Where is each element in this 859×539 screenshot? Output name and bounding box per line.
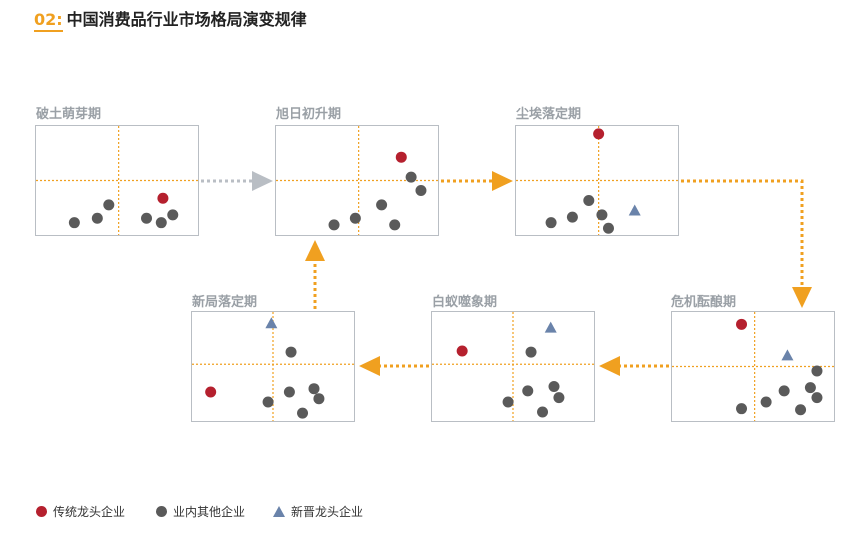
flow-arrow-6-head	[305, 240, 325, 261]
traditional-leader-marker	[395, 151, 407, 163]
new-leader-marker	[628, 204, 641, 216]
traditional-leader-marker	[456, 345, 468, 357]
other-company-marker	[736, 403, 748, 415]
other-company-marker	[537, 406, 549, 418]
stage-label-2: 尘埃落定期	[516, 107, 582, 122]
legend-item-other: 业内其他企业	[156, 503, 245, 520]
stage-label-4: 白蚁噬象期	[432, 295, 498, 310]
new-leader-marker	[544, 321, 557, 333]
new-leader-marker	[265, 317, 278, 329]
flow-arrow-5-head	[359, 356, 380, 376]
other-company-marker	[285, 346, 297, 358]
traditional-leader-marker	[205, 386, 217, 398]
flow-arrow-3	[681, 179, 804, 287]
other-company-marker	[376, 199, 388, 211]
stage-label-0: 破土萌芽期	[36, 107, 102, 122]
other-company-marker	[522, 385, 534, 397]
new-leader-marker	[781, 349, 794, 361]
other-company-marker	[811, 365, 823, 377]
title-text: 中国消费品行业市场格局演变规律	[66, 10, 307, 29]
other-company-marker	[778, 385, 790, 397]
legend-item-new: 新晋龙头企业	[273, 503, 363, 520]
traditional-leader-marker	[157, 192, 169, 204]
stage-panel-3	[671, 311, 835, 422]
stage-label-1: 旭日初升期	[276, 107, 342, 122]
other-company-marker	[328, 219, 340, 231]
page-title: 02:中国消费品行业市场格局演变规律	[34, 6, 307, 32]
flow-arrow-2-head	[492, 171, 513, 191]
gray-dot-icon	[156, 506, 167, 517]
stage-label-5: 新局落定期	[192, 295, 258, 310]
other-company-marker	[566, 211, 578, 223]
other-company-marker	[68, 217, 80, 229]
other-company-marker	[548, 380, 560, 392]
other-company-marker	[545, 217, 557, 229]
other-company-marker	[297, 407, 309, 419]
other-company-marker	[389, 219, 401, 231]
other-company-marker	[525, 346, 537, 358]
stage-label-3: 危机酝酿期	[671, 295, 737, 310]
other-company-marker	[415, 184, 427, 196]
other-company-marker	[308, 383, 320, 395]
other-company-marker	[103, 199, 115, 211]
flow-arrow-1-head	[252, 171, 273, 191]
other-company-marker	[795, 404, 807, 416]
flow-arrow-4-head	[599, 356, 620, 376]
other-company-marker	[155, 217, 167, 229]
other-company-marker	[811, 392, 823, 404]
legend-label-other: 业内其他企业	[173, 505, 246, 519]
other-company-marker	[596, 209, 608, 221]
other-company-marker	[760, 396, 772, 408]
other-company-marker	[262, 396, 274, 408]
legend-item-traditional: 传统龙头企业	[36, 503, 125, 520]
other-company-marker	[283, 386, 295, 398]
title-number: 02:	[34, 10, 63, 32]
traditional-leader-marker	[736, 318, 748, 330]
other-company-marker	[553, 392, 565, 404]
other-company-marker	[167, 209, 179, 221]
traditional-leader-marker	[593, 128, 605, 140]
red-dot-icon	[36, 506, 47, 517]
flow-arrow-3-head	[792, 287, 812, 308]
other-company-marker	[349, 212, 361, 224]
legend-label-traditional: 传统龙头企业	[53, 505, 126, 519]
other-company-marker	[804, 382, 816, 394]
blue-triangle-icon	[273, 506, 285, 517]
other-company-marker	[141, 212, 153, 224]
other-company-marker	[313, 393, 325, 405]
other-company-marker	[405, 171, 417, 183]
other-company-marker	[583, 194, 595, 206]
legend-label-new: 新晋龙头企业	[291, 505, 364, 519]
other-company-marker	[602, 222, 614, 234]
other-company-marker	[91, 212, 103, 224]
other-company-marker	[502, 396, 514, 408]
